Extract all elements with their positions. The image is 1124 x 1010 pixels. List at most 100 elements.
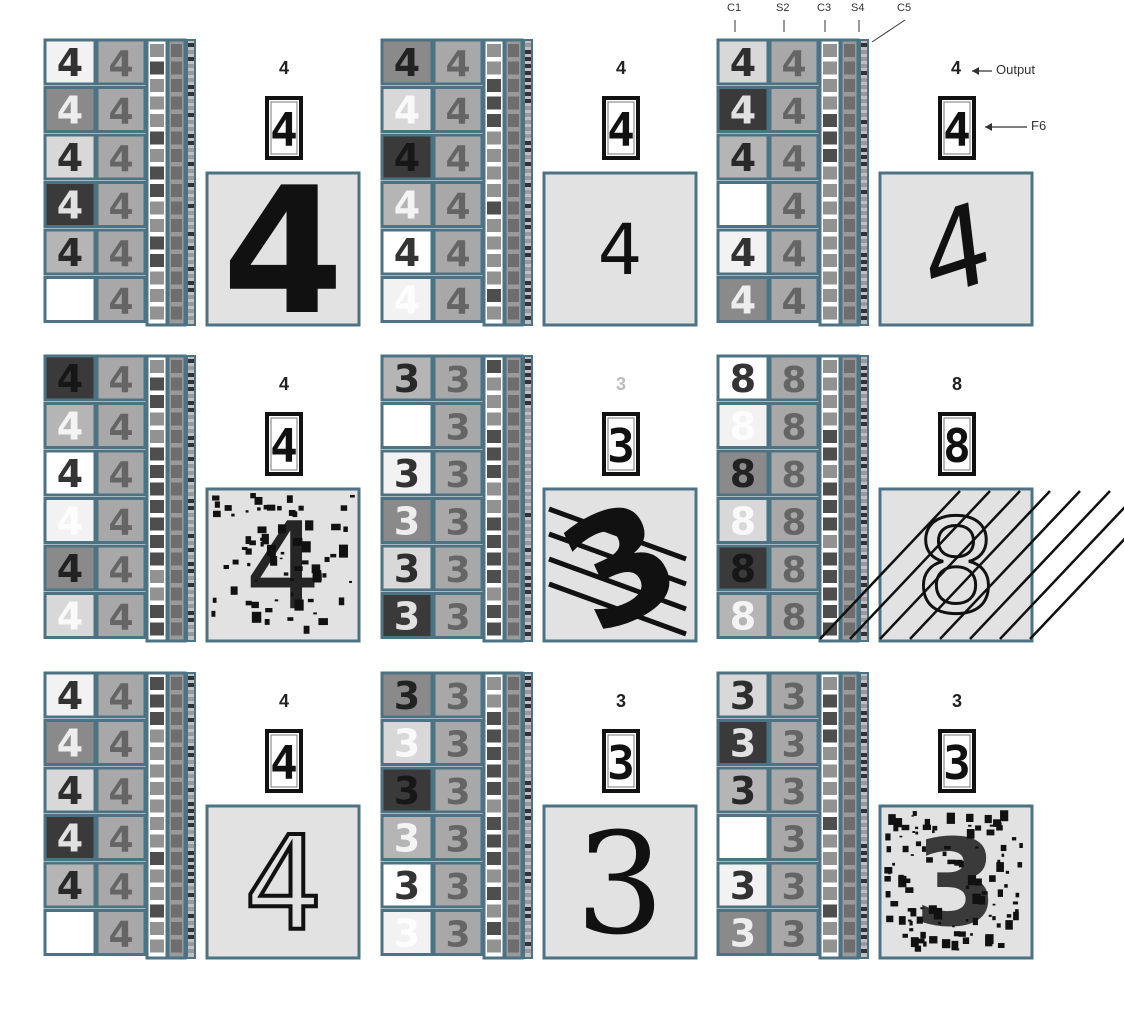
noise-speck [885, 891, 891, 898]
s2-map [432, 181, 484, 228]
c5-unit [525, 704, 531, 708]
c1-map [716, 544, 770, 592]
s2-map-glyph: 8 [781, 598, 806, 639]
noise-speck [890, 900, 899, 907]
c5-unit [525, 725, 531, 729]
c5-unit [188, 907, 194, 911]
f6-output-inner [943, 101, 971, 155]
c5-unit [861, 281, 867, 285]
c5-unit [188, 548, 194, 552]
diagonal-line [1029, 537, 1124, 640]
s4-map [171, 430, 182, 443]
input-image [542, 804, 698, 960]
s2-map-glyph: 3 [781, 915, 806, 956]
s2-map [95, 766, 147, 814]
c5-unit [861, 141, 867, 145]
input-digit: 4 [598, 209, 643, 291]
noise-speck [910, 937, 919, 948]
noise-speck [989, 824, 994, 827]
c3-map [150, 605, 164, 618]
s2-map [768, 544, 820, 592]
c1-map [716, 228, 770, 276]
s4-map [844, 939, 855, 953]
noise-speck [997, 859, 1001, 864]
s4-map [508, 922, 519, 935]
c3-map [487, 79, 501, 92]
s4-map [508, 869, 519, 883]
s4-map [508, 764, 519, 778]
s4-map [844, 552, 855, 566]
noise-speck [294, 566, 303, 571]
c5-unit [188, 513, 194, 517]
s2-map [95, 133, 147, 181]
c5-unit [861, 316, 867, 320]
c5-unit [525, 830, 531, 834]
s4-map [171, 465, 182, 478]
s4-column [503, 38, 524, 327]
c5-unit [525, 949, 531, 953]
c1-map-glyph: 4 [57, 595, 83, 639]
c5-unit [861, 690, 867, 694]
noise-speck [245, 510, 249, 513]
noise-speck [953, 931, 961, 937]
c5-unit [861, 618, 867, 622]
c5-unit [525, 373, 531, 377]
s4-map [508, 289, 519, 302]
c5-unit [525, 683, 531, 687]
c3-map [150, 500, 164, 513]
c1-map [716, 719, 770, 766]
s4-map [171, 834, 182, 848]
c1-map-glyph: 4 [57, 912, 83, 956]
c5-unit [188, 865, 194, 869]
noise-speck [942, 851, 947, 857]
c1-map [716, 909, 770, 956]
noise-speck [270, 556, 278, 566]
s2-map [432, 861, 484, 909]
c5-column [523, 39, 533, 326]
s2-map-glyph: 3 [781, 772, 806, 813]
noise-speck [904, 878, 911, 884]
c1-map-glyph: 3 [730, 722, 756, 766]
c5-unit [861, 429, 867, 433]
noise-speck [892, 862, 896, 866]
s4-map [508, 817, 519, 830]
c3-map [823, 799, 837, 813]
f6-digit: 4 [943, 103, 971, 157]
c5-unit [188, 155, 194, 159]
s4-map [171, 817, 182, 830]
s2-map [768, 719, 820, 766]
s4-map [844, 852, 855, 865]
s2-map [768, 766, 820, 814]
c5-unit [861, 373, 867, 377]
c5-unit [861, 415, 867, 419]
c5-unit [525, 366, 531, 370]
s2-map-glyph: 3 [445, 725, 470, 766]
f6-digit: 4 [607, 103, 635, 157]
c5-unit [188, 316, 194, 320]
c5-unit [525, 394, 531, 398]
c3-map [487, 61, 501, 75]
c1-map [716, 38, 770, 86]
c5-unit [861, 837, 867, 841]
c5-unit [188, 380, 194, 384]
c1-map-glyph: 8 [730, 547, 756, 591]
noise-speck [992, 916, 996, 921]
noise-speck [951, 940, 959, 951]
noise-speck [932, 830, 935, 834]
noise-speck [886, 846, 892, 853]
f6-output-inner [607, 417, 635, 471]
c3-map [150, 149, 164, 162]
c5-unit [525, 767, 531, 771]
s4-map [844, 677, 855, 690]
c5-unit [861, 478, 867, 482]
c3-map [150, 184, 164, 197]
f6-output-inner [270, 417, 298, 471]
c5-unit [861, 197, 867, 201]
noise-speck [996, 923, 1001, 928]
noise-speck [970, 933, 973, 936]
noise-speck [277, 524, 286, 534]
s4-map [171, 184, 182, 197]
